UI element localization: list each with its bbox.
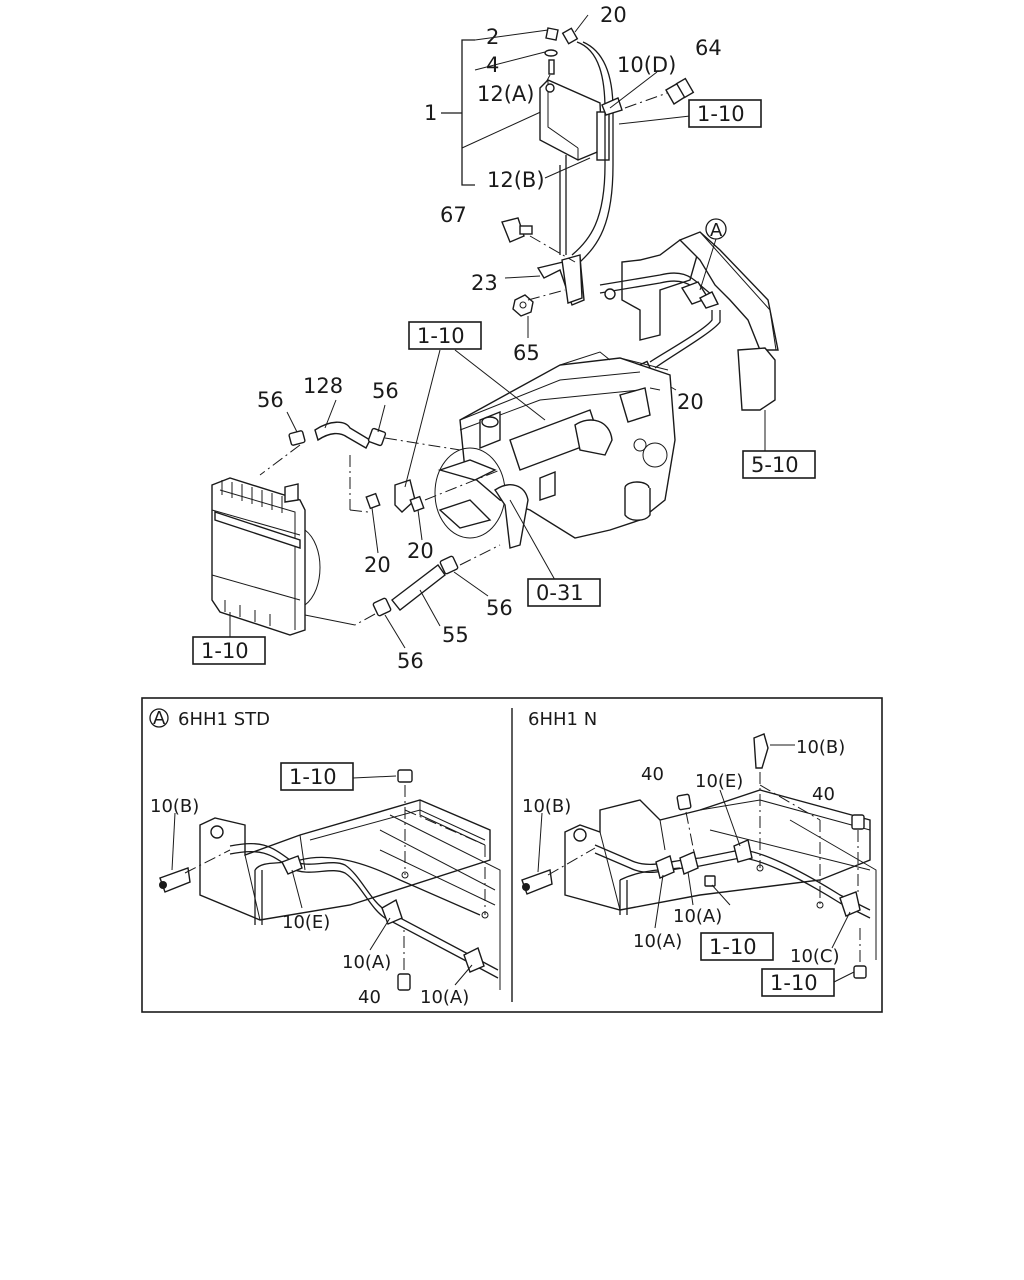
callout-20-top: 20 bbox=[600, 3, 627, 27]
detail-left-header: A 6HH1 STD bbox=[149, 708, 270, 730]
callout-40-std: 40 bbox=[358, 987, 381, 1008]
callout-4: 4 bbox=[486, 53, 499, 77]
radiator-fins bbox=[221, 480, 283, 626]
callout-64: 64 bbox=[695, 36, 722, 60]
callout-10e-n: 10(E) bbox=[695, 771, 743, 792]
callout-20-right: 20 bbox=[677, 390, 704, 414]
detail-right-6hh1-n: 6HH1 N bbox=[521, 709, 877, 997]
radiator-hoses bbox=[259, 421, 501, 626]
ref-box-1-10-top: 1-10 bbox=[688, 99, 762, 128]
svg-text:1-10: 1-10 bbox=[770, 971, 818, 995]
callout-10c-n: 10(C) bbox=[790, 946, 840, 967]
callout-10e-std: 10(E) bbox=[282, 912, 330, 933]
callout-23: 23 bbox=[471, 271, 498, 295]
svg-text:5-10: 5-10 bbox=[751, 453, 799, 477]
callout-56-bottom: 56 bbox=[397, 649, 424, 673]
callout-56-left: 56 bbox=[257, 388, 284, 412]
detail-right-ref-box-1: 1-10 bbox=[700, 932, 774, 961]
reservoir-tank bbox=[539, 27, 610, 161]
callout-56-lower: 56 bbox=[486, 596, 513, 620]
svg-text:0-31: 0-31 bbox=[536, 581, 584, 605]
detail-right-title: 6HH1 N bbox=[528, 709, 597, 730]
ref-box-5-10: 5-10 bbox=[742, 450, 816, 479]
callout-65: 65 bbox=[513, 341, 540, 365]
mounting-bracket-23 bbox=[501, 217, 585, 338]
callout-2: 2 bbox=[486, 25, 499, 49]
svg-text:1-10: 1-10 bbox=[417, 324, 465, 348]
callout-20-a: 20 bbox=[364, 553, 391, 577]
detail-panel bbox=[141, 697, 883, 1013]
svg-text:1-10: 1-10 bbox=[697, 102, 745, 126]
callout-10a-std-2: 10(A) bbox=[420, 987, 469, 1008]
callout-10d: 10(D) bbox=[617, 53, 676, 77]
ref-box-1-10-radiator: 1-10 bbox=[192, 636, 266, 665]
detail-left-ref-box: 1-10 bbox=[280, 762, 354, 791]
callout-10a-std-1: 10(A) bbox=[342, 952, 391, 973]
callout-10b-left-n: 10(B) bbox=[522, 796, 571, 817]
detail-right-ref-box-2: 1-10 bbox=[761, 968, 835, 997]
callout-12b: 12(B) bbox=[487, 168, 545, 192]
main-ref-boxes: 1-10 1-10 5-10 0-31 1-10 bbox=[192, 99, 816, 665]
callout-20-b: 20 bbox=[407, 539, 434, 563]
radiator bbox=[211, 477, 356, 638]
svg-text:1-10: 1-10 bbox=[201, 639, 249, 663]
ref-box-0-31: 0-31 bbox=[527, 578, 601, 607]
cab-frame bbox=[599, 218, 779, 455]
detail-left-title: 6HH1 STD bbox=[178, 709, 270, 730]
detail-left-6hh1-std: A 6HH1 STD bbox=[149, 708, 501, 1008]
engine bbox=[434, 351, 676, 549]
callout-10b-top-n: 10(B) bbox=[796, 737, 845, 758]
detail-marker-a: A bbox=[710, 220, 723, 241]
callout-40-right-n: 40 bbox=[812, 784, 835, 805]
callout-55: 55 bbox=[442, 623, 469, 647]
header-marker-a: A bbox=[153, 708, 166, 729]
main-exploded-view: 2 4 12(A) 1 12(B) 20 10(D) 64 67 23 65 2… bbox=[192, 3, 816, 673]
callout-128: 128 bbox=[303, 374, 343, 398]
reservoir-hose bbox=[559, 41, 695, 263]
callout-10a-n-1: 10(A) bbox=[673, 906, 722, 927]
callout-10a-n-2: 10(A) bbox=[633, 931, 682, 952]
callout-10b-left-std: 10(B) bbox=[150, 796, 199, 817]
svg-text:1-10: 1-10 bbox=[289, 765, 337, 789]
svg-text:1-10: 1-10 bbox=[709, 935, 757, 959]
callout-67: 67 bbox=[440, 203, 467, 227]
main-leader-lines bbox=[286, 14, 661, 649]
callout-56-mid: 56 bbox=[372, 379, 399, 403]
callout-40-left-n: 40 bbox=[641, 764, 664, 785]
ref-box-1-10-engine: 1-10 bbox=[408, 321, 482, 350]
assembly-1-bracket bbox=[441, 29, 591, 186]
callout-1: 1 bbox=[424, 101, 437, 125]
callout-12a: 12(A) bbox=[477, 82, 534, 106]
main-callouts: 2 4 12(A) 1 12(B) 20 10(D) 64 67 23 65 2… bbox=[257, 3, 723, 673]
